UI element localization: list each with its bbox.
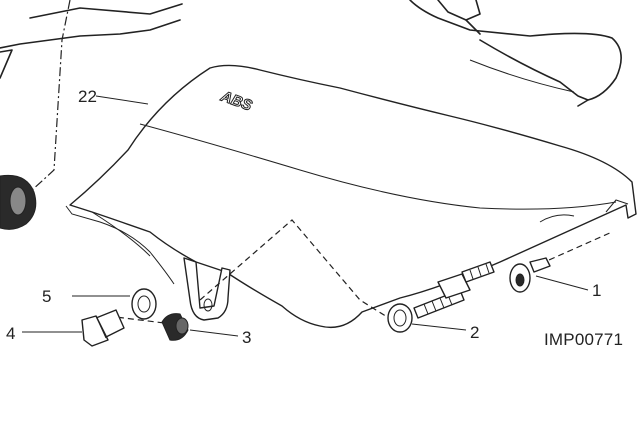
leader-lines <box>22 95 589 337</box>
frame-outline-top-left <box>0 3 183 79</box>
frame-outline-top-right <box>409 0 622 107</box>
axis-line-grommet <box>29 0 71 193</box>
abs-cover-part-5 <box>65 64 637 329</box>
stud-bolt-part-2 <box>387 261 495 333</box>
rubber-bush-part-3 <box>161 313 189 341</box>
callout-22: 5 <box>42 287 51 306</box>
assembly-line-screw-1 <box>539 231 613 265</box>
callout-3: 3 <box>242 328 251 347</box>
callout-1: 1 <box>592 281 601 300</box>
spacer-bush-part-4 <box>81 309 125 347</box>
diagram-reference-code: IMP00771 <box>544 330 623 349</box>
callout-5: 22 <box>78 87 97 106</box>
screw-part-1 <box>509 257 551 293</box>
assembly-line-screw <box>199 219 393 321</box>
mounting-bracket <box>183 257 231 321</box>
callout-2: 2 <box>470 323 479 342</box>
washer-part-22 <box>131 288 157 320</box>
callout-4: 4 <box>6 324 15 343</box>
rubber-grommet-left <box>0 174 37 230</box>
